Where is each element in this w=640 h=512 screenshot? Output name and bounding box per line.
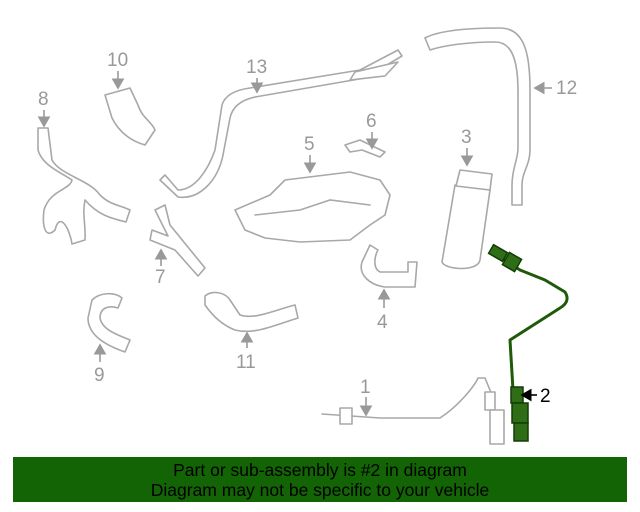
svg-text:1: 1 (360, 377, 371, 398)
callout-13: 13 (246, 57, 267, 94)
callout-5: 5 (303, 134, 317, 174)
part-1-oxygen-sensor[interactable] (321, 377, 505, 445)
part-6-bracket[interactable] (344, 139, 386, 158)
callout-10: 10 (107, 50, 128, 90)
svg-text:7: 7 (155, 267, 166, 288)
svg-text:9: 9 (94, 365, 105, 386)
banner-line-disclaimer: Diagram may not be specific to your vehi… (150, 480, 490, 500)
callout-1: 1 (359, 377, 373, 417)
svg-text:11: 11 (236, 352, 256, 373)
callout-8: 8 (37, 89, 51, 128)
svg-text:2: 2 (540, 386, 551, 407)
part-9-hose[interactable] (87, 292, 131, 353)
svg-text:3: 3 (461, 127, 472, 148)
callout-2: 2 (520, 386, 551, 407)
part-4-bracket[interactable] (360, 244, 418, 288)
svg-text:6: 6 (366, 111, 377, 132)
part-13-tube[interactable] (159, 49, 403, 198)
part-11-hose[interactable] (204, 291, 299, 333)
part-8-hose[interactable] (37, 127, 131, 245)
part-3-canister[interactable] (441, 169, 493, 270)
svg-text:5: 5 (304, 134, 315, 155)
callout-12: 12 (533, 78, 577, 99)
banner-line-part: Part or sub-assembly is #2 in diagram (173, 460, 467, 480)
svg-text:8: 8 (38, 89, 49, 110)
svg-text:4: 4 (377, 312, 388, 333)
callout-6: 6 (365, 111, 379, 150)
part-12-hose[interactable] (424, 27, 531, 206)
callout-11: 11 (236, 331, 256, 373)
svg-text:12: 12 (556, 78, 577, 99)
callout-7: 7 (154, 248, 168, 288)
svg-text:13: 13 (246, 57, 267, 78)
callout-9: 9 (93, 343, 107, 386)
part-7-fitting[interactable] (149, 204, 206, 277)
part-10-elbow[interactable] (104, 87, 156, 146)
info-banner: Part or sub-assembly is #2 in diagram Di… (13, 457, 627, 502)
callout-4: 4 (377, 288, 391, 333)
callout-3: 3 (460, 127, 474, 167)
part-5-heat-shield[interactable] (234, 171, 391, 243)
svg-text:10: 10 (107, 50, 128, 71)
